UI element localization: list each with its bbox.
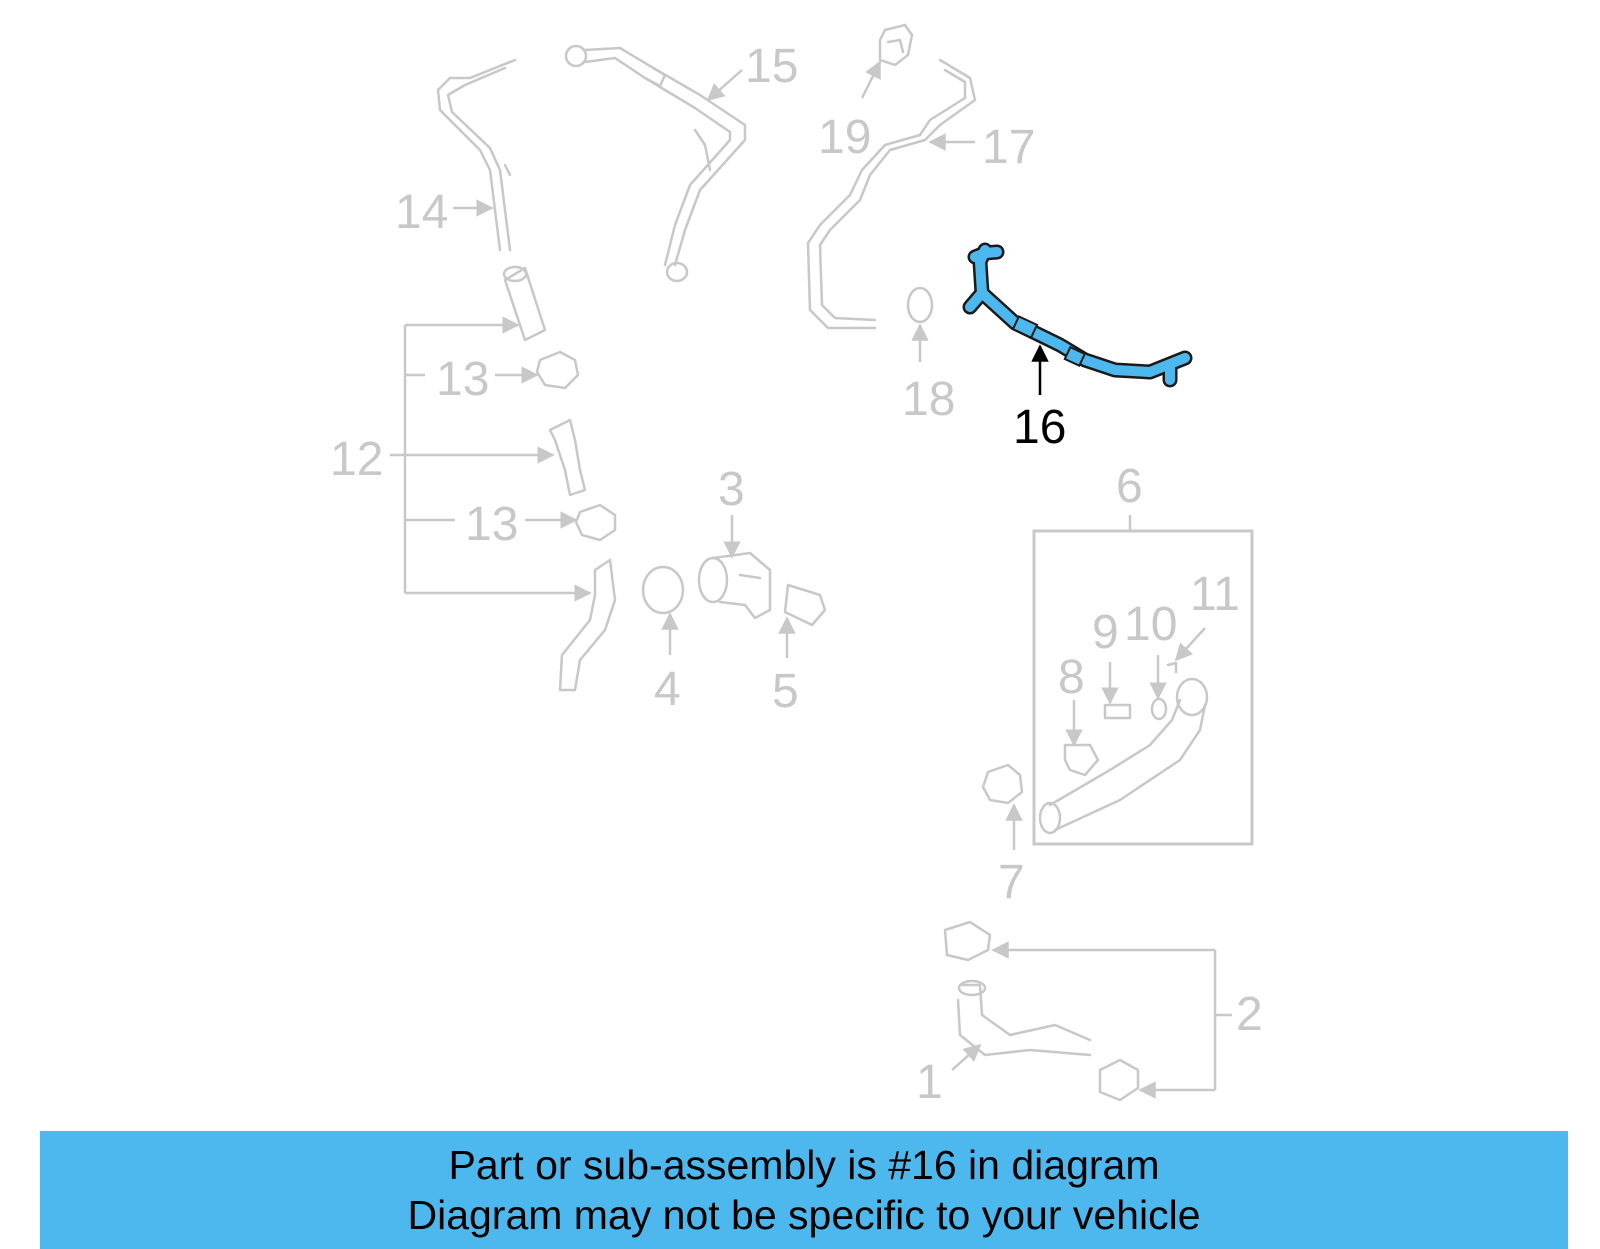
callout-9: 9 <box>1092 606 1119 659</box>
part-16-hose-highlighted <box>962 242 1193 388</box>
callout-6: 6 <box>1116 460 1143 513</box>
part-9-plug <box>1103 703 1132 720</box>
part-15-hose <box>564 44 747 283</box>
part-12-assembly <box>502 265 617 692</box>
part-5-pipe <box>783 583 827 627</box>
part-10-oring <box>1150 697 1168 721</box>
part-19-clip <box>878 23 914 67</box>
part-17-pipe <box>806 58 977 330</box>
callout-13-lower: 13 <box>465 498 518 551</box>
banner-line-2: Diagram may not be specific to your vehi… <box>407 1192 1201 1238</box>
part-3-housing <box>697 551 772 620</box>
parts-diagram: 15 19 17 14 18 13 12 13 3 6 11 9 10 8 4 … <box>330 23 1263 1109</box>
part-6-box <box>1032 529 1254 846</box>
callout-labels: 15 19 17 14 18 13 12 13 3 6 11 9 10 8 4 … <box>330 40 1263 1109</box>
part-2-clamp-upper <box>943 920 992 962</box>
callout-1: 1 <box>916 1056 943 1109</box>
part-13-clamp-upper <box>535 350 580 390</box>
leader-lines <box>390 60 1232 1099</box>
callout-16-highlighted: 16 <box>1013 401 1066 454</box>
info-banner: Part or sub-assembly is #16 in diagram D… <box>40 1131 1568 1249</box>
callout-18: 18 <box>902 373 955 426</box>
part-7-clamp <box>981 763 1024 805</box>
callout-3: 3 <box>718 463 745 516</box>
callout-19: 19 <box>818 111 871 164</box>
callout-11: 11 <box>1190 568 1240 621</box>
callout-14: 14 <box>395 186 448 239</box>
part-14-hose <box>436 58 517 252</box>
part-11-clip <box>1166 661 1178 674</box>
callout-5: 5 <box>772 665 799 718</box>
callout-8: 8 <box>1058 651 1085 704</box>
callout-12: 12 <box>330 433 383 486</box>
callout-10: 10 <box>1124 598 1177 651</box>
part-1-hose <box>956 979 1092 1057</box>
banner-line-1: Part or sub-assembly is #16 in diagram <box>448 1142 1160 1188</box>
part-6-hose <box>1038 677 1209 835</box>
part-16-highlight-fill <box>977 288 1190 377</box>
part-4-oring <box>641 565 685 615</box>
callout-4: 4 <box>654 663 681 716</box>
callout-15: 15 <box>745 40 798 93</box>
part-13-clamp-lower <box>574 503 617 542</box>
part-18-oring <box>906 286 934 324</box>
part-16-highlight-fill <box>970 247 1002 262</box>
part-8-clip <box>1063 743 1100 777</box>
callout-7: 7 <box>998 856 1025 909</box>
callout-13-upper: 13 <box>436 353 489 406</box>
part-2-clamp-lower <box>1098 1058 1140 1102</box>
callout-2: 2 <box>1236 988 1263 1041</box>
callout-17: 17 <box>982 121 1035 174</box>
